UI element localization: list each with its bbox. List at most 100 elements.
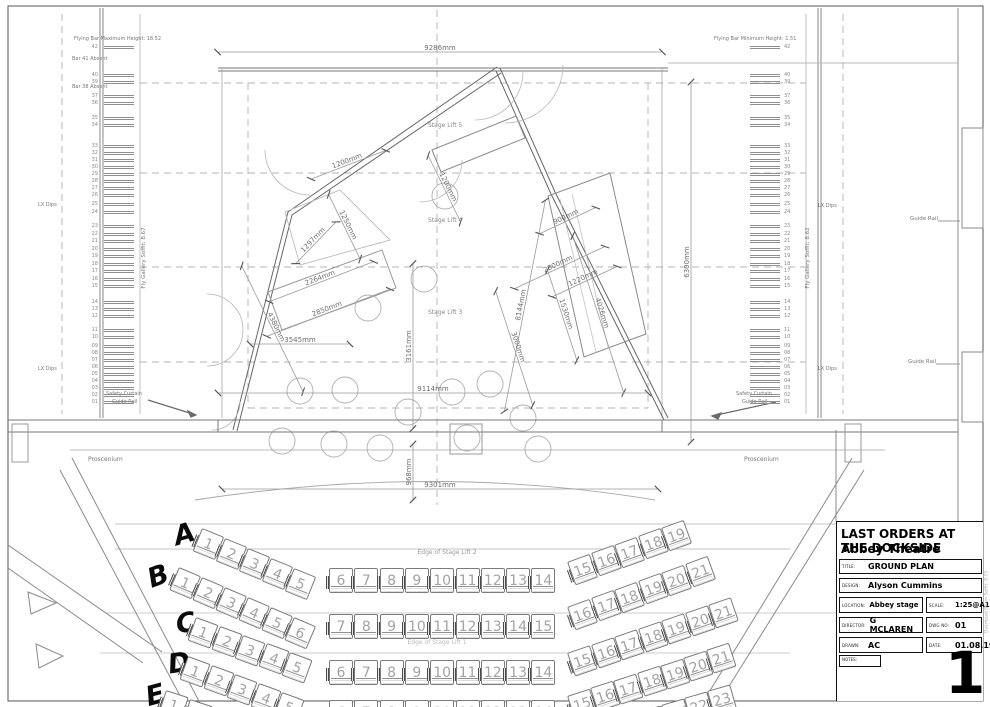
edge-of-stage-lift-2-label: Edge of Stage Lift 2 <box>417 549 477 556</box>
fly-bar-number-right: 18 <box>784 261 791 267</box>
bar-41-absent-note: Bar 41 Absent <box>72 56 108 62</box>
fly-bar-number-right: 24 <box>784 209 791 215</box>
bar-38-absent-note: Bar 38 Absent <box>72 84 108 90</box>
dimension-label: 3161mm <box>405 330 413 362</box>
fly-bar-right <box>750 145 780 148</box>
fly-bar-number-left: 22 <box>91 231 98 237</box>
fly-bar-left <box>104 166 134 169</box>
fly-bar-number-left: 31 <box>91 157 98 163</box>
seat: 13 <box>503 568 531 593</box>
fly-bar-number-left: 42 <box>91 44 98 50</box>
fly-bar-number-left: 16 <box>91 276 98 282</box>
fly-bar-right <box>750 366 780 369</box>
trapdoor-circles <box>268 182 552 463</box>
set-walls <box>232 66 669 432</box>
fly-bar-right <box>750 194 780 197</box>
fly-bar-left <box>104 81 134 84</box>
fly-bar-right <box>750 117 780 120</box>
fly-bar-right <box>750 166 780 169</box>
drawn-field-value: AC <box>868 640 881 650</box>
border-edge-note: Overhead Beam Soffit: 8.05 <box>984 570 990 634</box>
fly-bar-number-left: 11 <box>91 327 98 333</box>
seat: 10 <box>430 700 455 707</box>
fly-bar-number-right: 29 <box>784 171 791 177</box>
seat: 6 <box>329 700 353 707</box>
seat: 8 <box>376 568 404 593</box>
drawn-field-label: DRAWN: <box>842 642 860 648</box>
fly-bar-left <box>104 124 134 127</box>
fly-bar-right <box>750 380 780 383</box>
fly-bar-left <box>104 255 134 258</box>
seat: 12 <box>477 660 505 685</box>
fly-bar-left <box>104 301 134 304</box>
fly-bar-number-left: 24 <box>91 209 98 215</box>
seat: 15 <box>528 614 556 639</box>
fly-bar-right <box>750 345 780 348</box>
fly-bar-right <box>750 359 780 362</box>
fly-bar-right <box>750 233 780 236</box>
fly-bar-right <box>750 336 780 339</box>
seat: 11 <box>452 660 480 685</box>
fly-bar-number-left: 04 <box>91 378 98 384</box>
fly-bar-right <box>750 255 780 258</box>
seat: 14 <box>503 614 531 639</box>
seat: 7 <box>354 700 379 707</box>
fly-bar-right <box>750 203 780 206</box>
fly-bar-left <box>104 187 134 190</box>
fly-bar-left <box>104 233 134 236</box>
lx-dips-label-left-1: LX Dips <box>38 202 57 208</box>
fly-bar-number-right: 08 <box>784 350 791 356</box>
fly-bar-left <box>104 366 134 369</box>
date-field-label: DATE: <box>929 642 942 648</box>
fly-bar-left <box>104 203 134 206</box>
fly-bar-right <box>750 401 780 404</box>
seat: 11 <box>455 700 480 707</box>
fly-bar-number-right: 01 <box>784 399 791 405</box>
fly-bar-number-left: 10 <box>91 334 98 340</box>
fly-bar-number-right: 42 <box>784 44 791 50</box>
fly-bar-left <box>104 95 134 98</box>
fly-bar-left <box>104 225 134 228</box>
fly-bar-left <box>104 278 134 281</box>
fly-bar-left <box>104 394 134 397</box>
fly-bar-left <box>104 117 134 120</box>
seat: 7 <box>326 614 353 639</box>
fly-bar-number-left: 13 <box>91 306 98 312</box>
safety-curtain-label-left-2: Guide Rail <box>112 399 138 405</box>
design-field-value: Alyson Cummins <box>868 581 943 590</box>
title-field-value: GROUND PLAN <box>868 562 934 571</box>
location-field-label: LOCATION: <box>842 602 866 608</box>
fly-bar-number-left: 18 <box>91 261 98 267</box>
fly-bar-number-right: 17 <box>784 268 791 274</box>
fly-bar-number-right: 11 <box>784 327 791 333</box>
date-field-value: 01.08.19 <box>955 640 990 650</box>
seat: 8 <box>379 700 404 707</box>
fly-bar-left <box>104 102 134 105</box>
fly-bar-left <box>104 248 134 251</box>
fly-bar-left <box>104 194 134 197</box>
fly-bar-left <box>104 329 134 332</box>
fly-bar-right <box>750 263 780 266</box>
project-title: LAST ORDERS AT THE DOCKSIDE <box>841 527 956 555</box>
fly-bar-number-right: 40 <box>784 72 791 78</box>
fly-bar-right <box>750 270 780 273</box>
safety-curtain-leaders <box>147 399 777 420</box>
seat: 13 <box>503 660 531 685</box>
seat: 10 <box>427 568 455 593</box>
fly-bar-left <box>104 359 134 362</box>
location-field-value: Abbey stage <box>869 601 919 609</box>
fly-bar-right <box>750 187 780 190</box>
fly-bar-left <box>104 373 134 376</box>
seat: 13 <box>477 614 505 639</box>
fly-bar-number-left: 30 <box>91 164 98 170</box>
fly-bar-number-left: 12 <box>91 313 98 319</box>
centre-and-lift-gridlines <box>61 10 844 505</box>
seat: 8 <box>376 660 404 685</box>
seat: 7 <box>351 660 379 685</box>
fly-bar-number-left: 39 <box>91 79 98 85</box>
fly-bar-number-right: 28 <box>784 178 791 184</box>
fly-gallery-soffit-left: Fly Gallery Soffit: 8.67 <box>141 227 147 289</box>
design-field-label: DESIGN: <box>842 583 861 588</box>
fly-bar-right <box>750 225 780 228</box>
venue-name: Abbey Theatre <box>841 542 941 556</box>
